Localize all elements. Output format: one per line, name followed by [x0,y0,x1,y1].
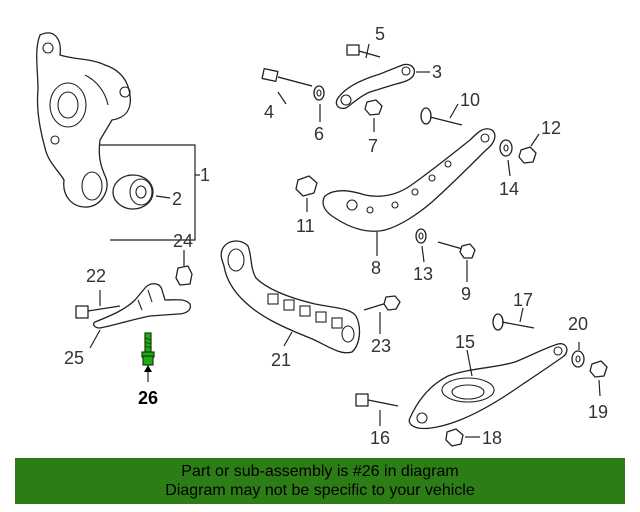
callout-2: 2 [172,189,182,209]
callout-23: 23 [371,336,391,356]
callout-20: 20 [568,314,588,334]
callout-13: 13 [413,264,433,284]
callout-16: 16 [370,428,390,448]
callout-22: 22 [86,266,106,286]
callout-3: 3 [432,62,442,82]
nut-18 [445,428,464,447]
callout-6: 6 [314,124,324,144]
nut-11 [295,175,318,197]
callout-24: 24 [173,231,193,251]
bolt-26-highlighted [141,332,155,366]
bolt-5 [346,44,381,58]
callout-26-highlighted: 26 [138,388,158,408]
leader-lines [89,43,601,438]
callout-21: 21 [271,350,291,370]
callout-8: 8 [371,258,381,278]
callout-12: 12 [541,118,561,138]
banner-line-2: Diagram may not be specific to your vehi… [165,482,475,499]
info-banner: Part or sub-assembly is #26 in diagram D… [15,458,625,504]
parts-diagram: 1 2 3 4 5 6 7 8 9 10 11 12 13 14 15 16 1… [36,24,608,448]
banner-line-1: Part or sub-assembly is #26 in diagram [181,463,459,480]
nut-7 [364,99,383,116]
bolt-22 [75,305,121,319]
callout-numbers: 1 2 3 4 5 6 7 8 9 10 11 12 13 14 15 16 1… [64,24,608,448]
nut-19 [589,360,608,378]
lower-arm-15 [408,343,568,430]
bolt-23 [363,295,401,311]
callout-14: 14 [499,179,519,199]
bolt-9 [437,241,476,259]
control-arm-8 [322,128,496,232]
washer-6 [313,85,325,101]
callout-4: 4 [264,102,274,122]
bolt-10 [420,107,463,126]
callout-25: 25 [64,348,84,368]
callout-11: 11 [296,216,315,236]
trailing-arm-21 [220,240,361,354]
nut-12 [518,146,537,164]
bolt-17 [492,313,535,331]
callout-15: 15 [455,332,475,352]
callout-9: 9 [461,284,471,304]
callout-17: 17 [513,290,533,310]
washer-14 [499,139,513,157]
callout-19: 19 [588,402,608,422]
upper-link-part [335,63,415,110]
callout-10: 10 [460,90,480,110]
callout-7: 7 [368,136,378,156]
bolt-4 [261,68,313,87]
washer-13 [415,228,427,244]
callout-18: 18 [482,428,502,448]
nut-24 [175,265,193,286]
callout-5: 5 [375,24,385,44]
bushing-part [112,174,154,210]
washer-20 [571,350,585,368]
bolt-16 [355,393,399,407]
knuckle-part [36,32,131,208]
callout-1: 1 [200,165,210,185]
bracket-25 [93,283,192,329]
